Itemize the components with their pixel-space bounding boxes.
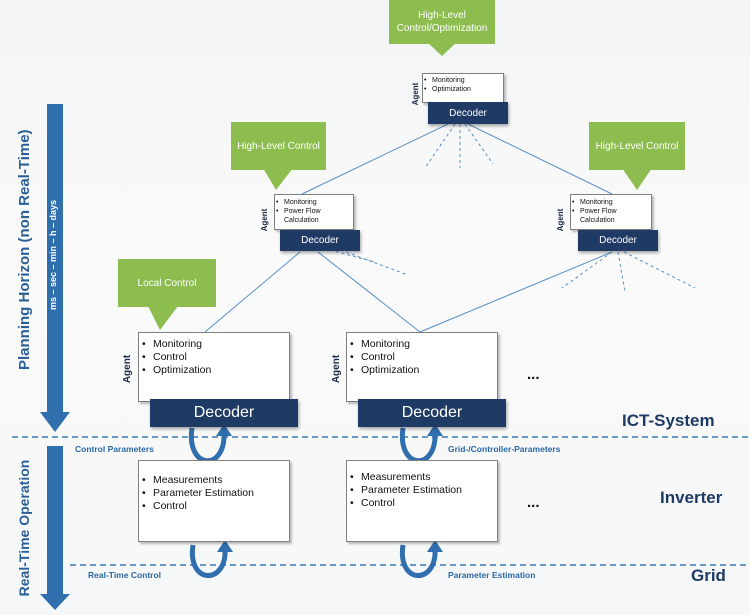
agent-left-box: Monitoring Control Optimization bbox=[138, 332, 290, 402]
agent-right-box: Monitoring Control Optimization bbox=[346, 332, 498, 402]
top-agent-box: Monitoring Optimization bbox=[422, 73, 504, 103]
mid-left-item-powerflow: Power Flow Calculation bbox=[275, 207, 353, 225]
top-agent-label: Agent bbox=[411, 82, 420, 106]
ellipsis-inverters: ... bbox=[527, 494, 540, 511]
inverter-right-item-estimation: Parameter Estimation bbox=[347, 484, 497, 497]
agent-right-item-control: Control bbox=[347, 351, 497, 364]
top-item-optimization: Optimization bbox=[423, 85, 503, 94]
inverter-left-item-estimation: Parameter Estimation bbox=[139, 487, 289, 500]
high-level-control-right: High-Level Control bbox=[589, 122, 685, 170]
planning-horizon-label: Planning Horizon (non Real-Time) bbox=[16, 129, 33, 370]
realtime-control-label: Real-Time Control bbox=[88, 570, 162, 580]
layer-inverter: Inverter bbox=[660, 488, 723, 507]
grid-controller-parameters-label: Grid-/Controller-Parameters bbox=[448, 444, 561, 454]
inverter-left-item-measurements: Measurements bbox=[139, 474, 289, 487]
agent-left-item-control: Control bbox=[139, 351, 289, 364]
local-control: Local Control bbox=[118, 259, 216, 307]
timescale-label: ms – sec – min – h – days bbox=[48, 199, 58, 311]
high-level-control-optimization: High-Level Control/Optimization bbox=[389, 0, 495, 44]
agent-right-item-monitoring: Monitoring bbox=[347, 338, 497, 351]
layer-ict-system: ICT-System bbox=[622, 411, 715, 430]
agent-right-label: Agent bbox=[331, 354, 342, 384]
agent-left-item-monitoring: Monitoring bbox=[139, 338, 289, 351]
agent-right-item-optimization: Optimization bbox=[347, 364, 497, 377]
inverter-left-item-control: Control bbox=[139, 500, 289, 513]
realtime-operation-label: Real-Time Operation bbox=[16, 459, 32, 597]
agent-left-item-optimization: Optimization bbox=[139, 364, 289, 377]
mid-right-agent-label: Agent bbox=[556, 208, 565, 232]
parameter-estimation-label: Parameter Estimation bbox=[448, 570, 536, 580]
mid-left-item-monitoring: Monitoring bbox=[275, 198, 353, 207]
mid-right-item-monitoring: Monitoring bbox=[571, 198, 651, 207]
ellipsis-agents: ... bbox=[527, 366, 540, 383]
mid-left-decoder: Decoder bbox=[280, 230, 360, 251]
top-decoder: Decoder bbox=[428, 102, 508, 124]
mid-right-agent-box: Monitoring Power Flow Calculation bbox=[570, 194, 652, 230]
dashed-branches bbox=[329, 123, 696, 293]
inverter-right-item-control: Control bbox=[347, 497, 497, 510]
tree-lines bbox=[204, 123, 613, 333]
inverter-right-box: Measurements Parameter Estimation Contro… bbox=[346, 460, 498, 542]
top-item-monitoring: Monitoring bbox=[423, 76, 503, 85]
mid-right-decoder: Decoder bbox=[578, 230, 658, 251]
realtime-axis-arrow bbox=[40, 446, 70, 610]
mid-left-agent-label: Agent bbox=[260, 208, 269, 232]
high-level-control-left: High-Level Control bbox=[231, 122, 326, 170]
loop-arrowheads bbox=[216, 424, 443, 552]
agent-left-label: Agent bbox=[122, 354, 133, 384]
mid-right-item-powerflow: Power Flow Calculation bbox=[571, 207, 651, 225]
inverter-left-box: Measurements Parameter Estimation Contro… bbox=[138, 460, 290, 542]
inverter-right-item-measurements: Measurements bbox=[347, 471, 497, 484]
planning-axis-arrow bbox=[40, 104, 70, 432]
callout-pointers bbox=[148, 42, 652, 330]
control-parameters-label: Control Parameters bbox=[75, 444, 154, 454]
agent-right-decoder: Decoder bbox=[358, 399, 506, 427]
mid-left-agent-box: Monitoring Power Flow Calculation bbox=[274, 194, 354, 230]
agent-left-decoder: Decoder bbox=[150, 399, 298, 427]
layer-grid: Grid bbox=[691, 566, 726, 585]
